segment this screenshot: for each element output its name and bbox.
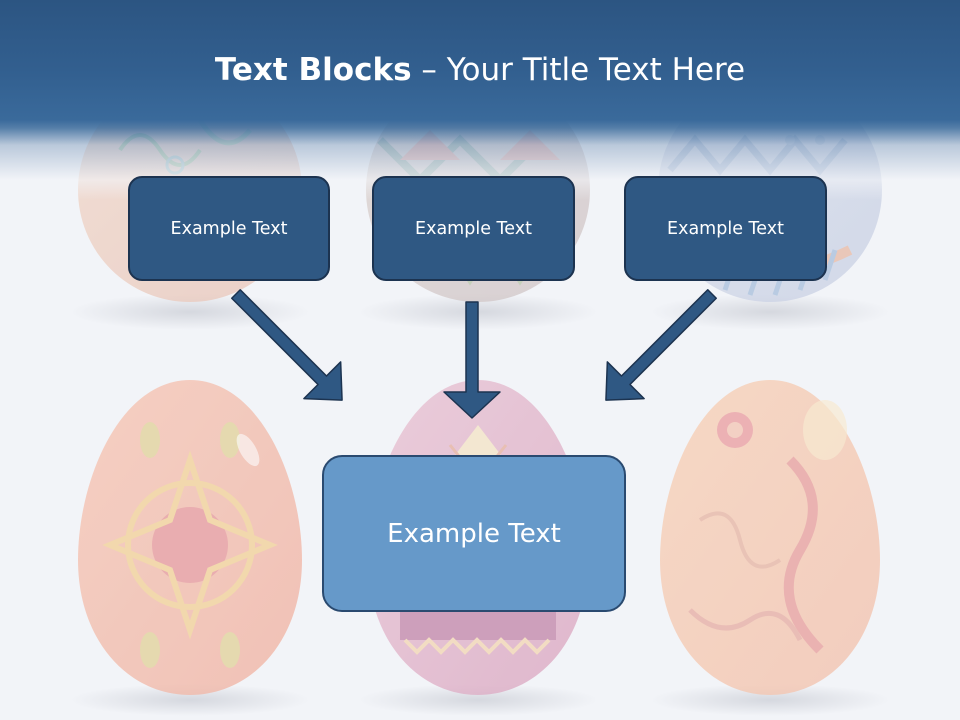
text-block-left-label: Example Text <box>170 218 288 239</box>
text-block-right[interactable]: Example Text <box>624 176 827 281</box>
slide-title: Text Blocks – Your Title Text Here <box>0 52 960 88</box>
text-block-center[interactable]: Example Text <box>372 176 575 281</box>
text-block-left[interactable]: Example Text <box>128 176 330 281</box>
text-block-center-label: Example Text <box>415 218 532 239</box>
title-bold-text: Text Blocks <box>214 52 412 88</box>
text-block-main[interactable]: Example Text <box>322 455 626 612</box>
title-regular-text: Your Title Text Here <box>446 52 746 88</box>
text-block-right-label: Example Text <box>667 218 784 239</box>
title-bar <box>0 0 960 200</box>
text-block-main-label: Example Text <box>387 518 561 549</box>
arrow-center-down <box>443 301 501 419</box>
egg-bottom-left <box>78 380 302 695</box>
arrow-left-to-center <box>231 289 343 401</box>
egg-bottom-right <box>660 380 880 695</box>
arrow-right-to-center <box>605 289 717 401</box>
title-dash: – <box>411 52 447 88</box>
